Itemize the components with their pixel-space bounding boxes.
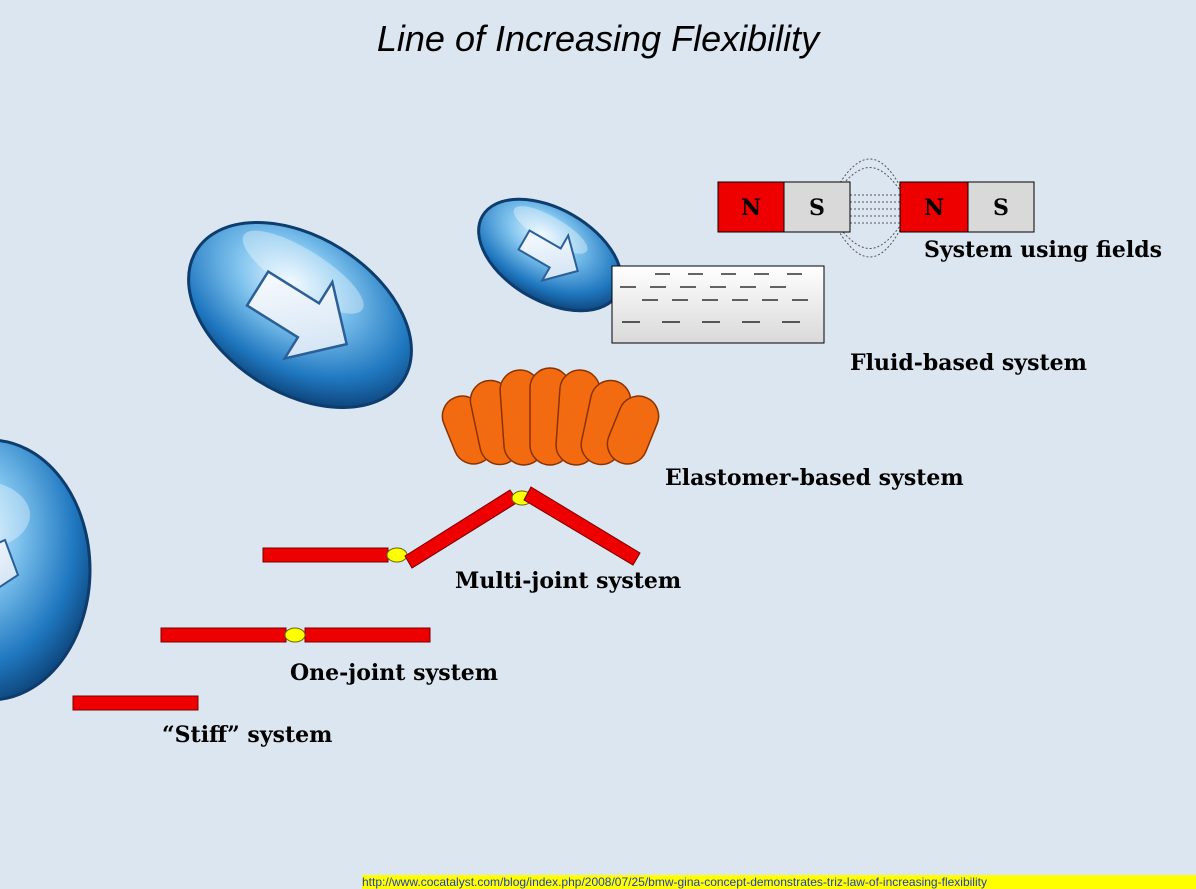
magnet-left-s: [783, 181, 851, 233]
label-elastomer: Elastomer-based system: [665, 465, 964, 491]
label-stiff: “Stiff” system: [162, 722, 333, 748]
magnet-right-s: [967, 181, 1035, 233]
fluid-container: [611, 265, 825, 344]
magnet-label: N: [741, 195, 761, 221]
magnet-label: N: [924, 195, 944, 221]
magnet-field: N S N S: [717, 158, 1035, 258]
one-joint-mechanism: [160, 627, 431, 643]
magnet-label: S: [993, 195, 1009, 221]
elastomer-fingers: [441, 367, 660, 466]
label-fields: System using fields: [924, 237, 1163, 263]
label-one-joint: One-joint system: [290, 660, 499, 686]
label-multi-joint: Multi-joint system: [455, 568, 682, 594]
slide-title: Line of Increasing Flexibility: [376, 18, 820, 59]
magnet-right-n: [899, 181, 969, 233]
multi-joint-mechanism: [262, 486, 641, 569]
arrow-bubble-icon: [0, 439, 92, 701]
magnet-label: S: [809, 195, 825, 221]
arrow-bubble-icon: [187, 221, 413, 409]
stiff-bar: [72, 695, 199, 711]
source-link[interactable]: http://www.cocatalyst.com/blog/index.php…: [362, 875, 1196, 889]
label-fluid: Fluid-based system: [850, 350, 1087, 376]
